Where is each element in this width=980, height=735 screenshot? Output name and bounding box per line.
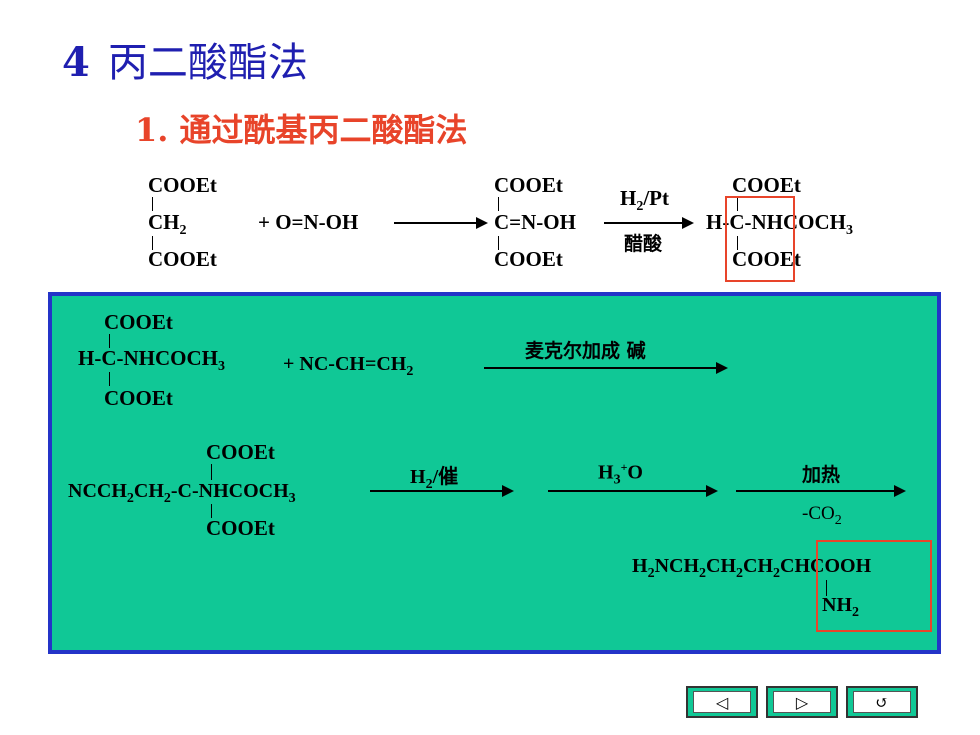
nitrous-reagent: + O=N-OH bbox=[258, 210, 359, 234]
next-icon: ▷ bbox=[773, 691, 831, 713]
title-text: 丙二酸酯法 bbox=[107, 40, 308, 86]
bond-line bbox=[498, 197, 499, 211]
reactant-top: COOEt bbox=[104, 310, 173, 334]
condition-h3o: H3+O bbox=[598, 460, 643, 488]
condition-michael: 麦克尔加成 碱 bbox=[525, 340, 646, 362]
bond-line bbox=[211, 504, 212, 518]
reactant-bottom: COOEt bbox=[104, 386, 173, 410]
condition-h2-pt: H2/Pt bbox=[620, 186, 669, 215]
oxime-mid: C=N-OH bbox=[494, 210, 576, 234]
prev-icon: ◁ bbox=[693, 691, 751, 713]
next-slide-button[interactable]: ▷ bbox=[766, 686, 838, 718]
condition-minus-co2: -CO2 bbox=[802, 503, 842, 528]
bond-line bbox=[152, 197, 153, 211]
prev-slide-button[interactable]: ◁ bbox=[686, 686, 758, 718]
title-number: 4 bbox=[62, 39, 90, 86]
reaction-arrow bbox=[370, 485, 514, 497]
product-mid: H-C-NHCOCH3 bbox=[706, 210, 853, 239]
reaction-arrow bbox=[736, 485, 906, 497]
bond-line bbox=[737, 197, 738, 211]
reaction-panel bbox=[48, 292, 941, 654]
bond-line bbox=[737, 236, 738, 250]
oxime-top: COOEt bbox=[494, 173, 563, 197]
bond-line bbox=[109, 334, 110, 348]
product-bottom: COOEt bbox=[732, 247, 801, 271]
reaction-arrow bbox=[604, 217, 694, 229]
intermediate-top: COOEt bbox=[206, 440, 275, 464]
malonate-top: COOEt bbox=[148, 173, 217, 197]
highlight-box bbox=[725, 196, 795, 282]
condition-heat: 加热 bbox=[802, 464, 841, 486]
condition-acetic-acid: 醋酸 bbox=[624, 233, 663, 255]
final-product-amine: NH2 bbox=[822, 594, 859, 620]
section-subtitle: 1. 通过酰基丙二酸酯法 bbox=[135, 111, 468, 149]
reactant-mid: H-C-NHCOCH3 bbox=[78, 346, 225, 375]
bond-line bbox=[498, 236, 499, 250]
final-product: H2NCH2CH2CH2CHCOOH bbox=[632, 555, 872, 581]
reaction-arrow bbox=[484, 362, 728, 374]
return-button[interactable]: ↺ bbox=[846, 686, 918, 718]
intermediate-mid: NCCH2CH2-C-NHCOCH3 bbox=[68, 480, 296, 506]
acrylonitrile-reagent: + NC-CH=CH2 bbox=[283, 353, 414, 379]
reaction-arrow bbox=[548, 485, 718, 497]
malonate-mid: CH2 bbox=[148, 210, 187, 239]
product-top: COOEt bbox=[732, 173, 801, 197]
malonate-bottom: COOEt bbox=[148, 247, 217, 271]
bond-line bbox=[152, 236, 153, 250]
highlight-box bbox=[816, 540, 932, 632]
reaction-arrow bbox=[394, 217, 488, 229]
condition-h2-cat: H2/催 bbox=[410, 466, 459, 492]
oxime-bottom: COOEt bbox=[494, 247, 563, 271]
bond-line bbox=[826, 580, 827, 596]
page-title: 4 丙二酸酯法 bbox=[62, 30, 308, 88]
intermediate-bottom: COOEt bbox=[206, 516, 275, 540]
bond-line bbox=[211, 464, 212, 480]
bond-line bbox=[109, 372, 110, 386]
return-icon: ↺ bbox=[853, 691, 911, 713]
